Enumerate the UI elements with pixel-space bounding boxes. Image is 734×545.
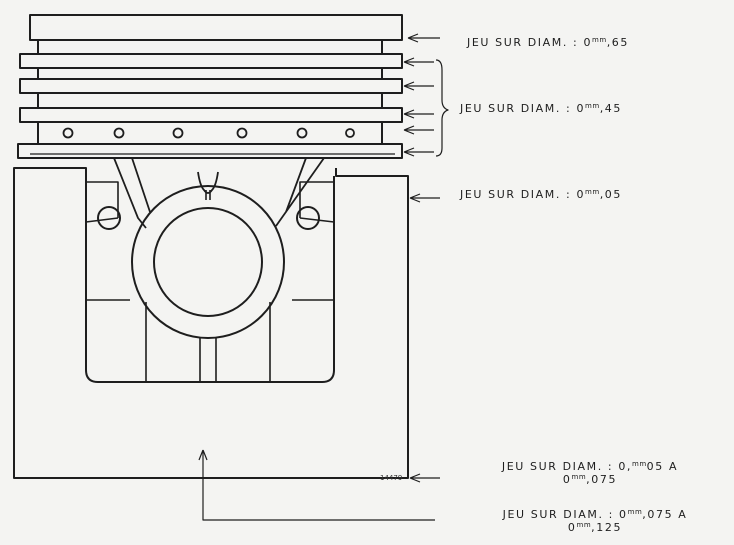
right-boss-hole — [296, 206, 320, 230]
pin-boss-outer — [131, 185, 285, 339]
rod-notch — [197, 171, 219, 194]
ring-groove-2 — [37, 67, 383, 80]
bottom-ring — [17, 143, 403, 159]
ring-groove-1 — [37, 39, 383, 55]
label-ring-clearance: JEU SUR DIAM. : 0mm,45 — [460, 102, 622, 115]
inner-cavity — [85, 176, 335, 383]
label-top-clearance: JEU SUR DIAM. : 0mm,65 — [467, 36, 629, 49]
label-skirt-mid-clearance: JEU SUR DIAM. : 0mm,075 A 0mm,125 — [502, 508, 688, 534]
crown-band — [29, 14, 403, 41]
ring-brace — [435, 59, 449, 157]
ring-groove-3 — [37, 92, 383, 109]
boss-struts — [113, 157, 325, 229]
pin-boss-inner — [153, 207, 263, 317]
label-skirt-bottom-clearance: JEU SUR DIAM. : 0,mm05 A 0mm,075 — [501, 460, 679, 486]
skirt-clearance-arrow — [198, 449, 435, 521]
ring-1 — [19, 53, 403, 69]
label-land-clearance: JEU SUR DIAM. : 0mm,05 — [460, 188, 622, 201]
ring-2 — [19, 78, 403, 94]
oil-ring-land — [37, 121, 383, 145]
clearance-arrows — [403, 33, 440, 483]
ring-3 — [19, 107, 403, 123]
oil-holes — [62, 127, 355, 139]
left-boss-hole — [97, 206, 121, 230]
figure-reference-number: 14479 — [380, 474, 403, 482]
piston-skirt — [13, 167, 409, 479]
